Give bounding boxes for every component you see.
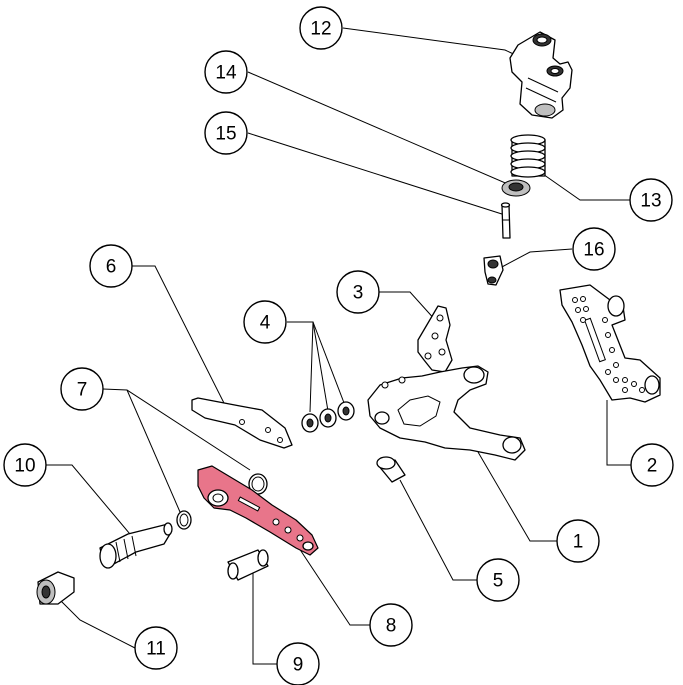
callout-15: 15 xyxy=(204,111,248,155)
callout-13: 13 xyxy=(629,178,673,222)
part-9-pin xyxy=(227,549,269,581)
part-8-brake-lever xyxy=(197,465,319,556)
callout-2-label: 2 xyxy=(647,456,658,477)
callout-6-label: 6 xyxy=(106,257,117,278)
leader-lines xyxy=(40,27,634,665)
callout-6: 6 xyxy=(89,244,133,288)
leader-12 xyxy=(342,27,523,59)
callout-9: 9 xyxy=(276,642,320,685)
callout-15-label: 15 xyxy=(215,124,236,145)
leader-6 xyxy=(132,265,231,416)
callout-16-label: 16 xyxy=(583,240,604,261)
leader-7a xyxy=(102,388,251,471)
callout-4-label: 4 xyxy=(260,313,271,334)
part-12-master-cylinder xyxy=(509,31,573,119)
leader-4b xyxy=(312,321,329,412)
leader-8 xyxy=(294,541,370,626)
callout-14-label: 14 xyxy=(215,63,237,84)
part-10-pivot-shaft xyxy=(99,522,173,569)
leader-4c xyxy=(312,321,347,409)
callout-16: 16 xyxy=(572,227,616,271)
part-6-guard-plate xyxy=(191,397,293,449)
part-13-spring xyxy=(510,134,546,178)
callout-8: 8 xyxy=(369,603,413,647)
callout-4: 4 xyxy=(243,300,287,344)
part-5-bushing xyxy=(376,456,406,483)
callout-8-label: 8 xyxy=(386,616,397,637)
leader-10 xyxy=(40,464,136,541)
callout-10-label: 10 xyxy=(14,456,35,477)
callout-3-label: 3 xyxy=(353,283,364,304)
callout-12-label: 12 xyxy=(310,19,331,40)
leader-7b xyxy=(126,389,181,513)
callout-9-label: 9 xyxy=(293,655,304,676)
callout-14: 14 xyxy=(204,50,248,94)
leader-1 xyxy=(477,451,557,542)
callout-11-label: 11 xyxy=(146,639,166,660)
leader-14 xyxy=(247,71,511,186)
part-4-spacers xyxy=(301,401,355,433)
callout-3: 3 xyxy=(336,270,380,314)
part-7-o-rings xyxy=(176,473,268,530)
leader-5 xyxy=(399,479,486,581)
part-3-bracket xyxy=(417,305,453,373)
callout-7-label: 7 xyxy=(77,380,88,401)
callout-13-label: 13 xyxy=(640,191,661,212)
leader-3 xyxy=(378,291,438,323)
part-11-nut xyxy=(36,571,75,605)
callout-1-label: 1 xyxy=(573,532,584,553)
leader-13 xyxy=(539,171,630,201)
leader-15 xyxy=(247,132,506,216)
callout-5: 5 xyxy=(476,558,520,602)
part-15-push-rod xyxy=(500,202,511,239)
leader-2 xyxy=(606,400,634,466)
leader-4a xyxy=(287,321,314,413)
part-14-seal xyxy=(501,179,531,197)
callouts: 12 14 15 13 16 6 3 4 xyxy=(3,6,674,685)
callout-5-label: 5 xyxy=(493,571,504,592)
callout-11: 11 xyxy=(134,626,178,670)
part-1-main-hanger xyxy=(367,365,526,461)
part-2-heel-plate xyxy=(559,284,661,403)
leader-11 xyxy=(59,599,136,649)
part-16-clevis xyxy=(483,255,504,286)
callout-10: 10 xyxy=(3,443,47,487)
leader-9 xyxy=(252,573,277,665)
leader-16 xyxy=(499,248,573,269)
callout-2: 2 xyxy=(630,443,674,487)
callout-1: 1 xyxy=(556,519,600,563)
callout-7: 7 xyxy=(60,367,104,411)
callout-12: 12 xyxy=(299,6,343,50)
